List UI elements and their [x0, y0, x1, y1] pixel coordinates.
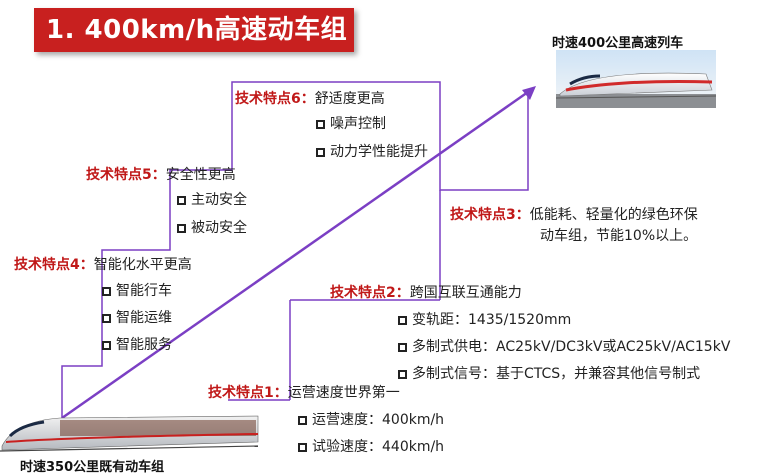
feature-5-item-1: 主动安全 [177, 191, 247, 209]
feature-5-label: 技术特点5： [86, 167, 166, 183]
feature-4-text: 智能化水平更高 [93, 257, 192, 273]
feature-2-label: 技术特点2： [330, 285, 410, 301]
checkbox-icon [398, 316, 407, 325]
feature-1-label: 技术特点1： [208, 385, 288, 401]
checkbox-icon [102, 341, 111, 350]
checkbox-icon [398, 343, 407, 352]
checkbox-icon [102, 314, 111, 323]
feature-6-item-1: 噪声控制 [316, 115, 386, 133]
feature-1-item-2: 试验速度：440km/h [298, 438, 444, 456]
feature-5-text: 安全性更高 [165, 167, 236, 183]
feature-1-text: 运营速度世界第一 [287, 385, 400, 401]
train-400-caption: 时速400公里高速列车 [552, 36, 684, 51]
checkbox-icon [102, 287, 111, 296]
feature-4-item-3: 智能服务 [102, 336, 172, 354]
train-350-caption: 时速350公里既有动车组 [20, 460, 165, 475]
feature-1: 技术特点1：运营速度世界第一 [208, 384, 400, 402]
train-400-image [556, 50, 716, 108]
feature-6-label: 技术特点6： [235, 91, 315, 107]
feature-2-text: 跨国互联互通能力 [409, 285, 522, 301]
checkbox-icon [177, 224, 186, 233]
feature-3-label: 技术特点3： [450, 207, 530, 223]
feature-4-item-1: 智能行车 [102, 282, 172, 300]
feature-2-item-1: 变轨距：1435/1520mm [398, 311, 571, 329]
feature-5-item-2: 被动安全 [177, 219, 247, 237]
checkbox-icon [177, 196, 186, 205]
feature-1-item-1: 运营速度：400km/h [298, 411, 444, 429]
feature-2-item-3: 多制式信号：基于CTCS，并兼容其他信号制式 [398, 365, 700, 383]
feature-2-item-2: 多制式供电：AC25kV/DC3kV或AC25kV/AC15kV [398, 338, 730, 356]
feature-3-text-line2: 动车组，节能10%以上。 [540, 228, 698, 244]
progress-arrow-head [522, 86, 536, 100]
page-title: 1. 400km/h高速动车组 [34, 8, 354, 52]
feature-5: 技术特点5：安全性更高 [86, 166, 236, 184]
train-350-image [0, 415, 259, 452]
feature-6-text: 舒适度更高 [314, 91, 385, 107]
feature-3-text: 低能耗、轻量化的绿色环保 [529, 207, 698, 223]
checkbox-icon [298, 443, 307, 452]
checkbox-icon [316, 120, 325, 129]
progress-arrow-line [61, 90, 529, 420]
feature-4-label: 技术特点4： [14, 257, 94, 273]
feature-4: 技术特点4：智能化水平更高 [14, 256, 192, 274]
feature-4-item-2: 智能运维 [102, 309, 172, 327]
checkbox-icon [398, 370, 407, 379]
checkbox-icon [298, 416, 307, 425]
feature-2: 技术特点2：跨国互联互通能力 [330, 284, 522, 302]
checkbox-icon [316, 148, 325, 157]
feature-3: 技术特点3：低能耗、轻量化的绿色环保 [450, 206, 698, 224]
feature-6-item-2: 动力学性能提升 [316, 143, 428, 161]
feature-6: 技术特点6：舒适度更高 [235, 90, 385, 108]
